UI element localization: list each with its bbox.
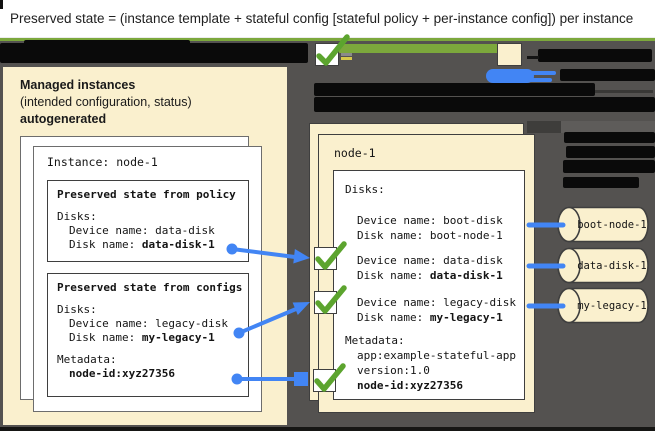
metadata-line: app:example-stateful-app <box>357 349 516 362</box>
disk-name-label: Disk name: <box>357 311 430 324</box>
cylinder-icon <box>557 206 649 243</box>
legend-blue-line <box>529 71 556 75</box>
disk-name-value: data-disk-1 <box>429 269 503 282</box>
disk-label: my-legacy-1 <box>577 300 647 312</box>
device-name-line: Device name: data-disk <box>69 224 215 237</box>
dash-mark <box>527 56 539 59</box>
checkbox-legacy-disk <box>314 291 337 314</box>
redacted-bar <box>563 177 639 188</box>
cylinder-icon <box>557 287 649 324</box>
device-name-line: Device name: legacy-disk <box>69 317 228 330</box>
disk-name-line: Disk name: boot-node-1 <box>345 228 524 243</box>
disk-name-value: data-disk-1 <box>141 238 215 251</box>
node-card: node-1 Disks: Device name: boot-disk Dis… <box>318 134 535 413</box>
instance-card-title: Instance: node-1 <box>47 155 158 169</box>
corner-notch <box>0 0 3 9</box>
redacted-bar <box>314 83 595 96</box>
disk-label: data-disk-1 <box>577 260 647 272</box>
disk-cylinder-data: data-disk-1 <box>557 247 653 285</box>
metadata-value: node-id:xyz27356 <box>357 379 463 392</box>
device-name-line: Device name: boot-disk <box>357 214 503 227</box>
disk-cylinder-legacy: my-legacy-1 <box>557 287 653 325</box>
disks-heading: Disks: <box>57 210 97 223</box>
legend-green-bar <box>338 44 497 53</box>
configs-box-title: Preserved state from configs <box>57 281 243 294</box>
disk-name-label: Disk name: <box>69 238 142 251</box>
device-name-line: Device name: data-disk <box>357 254 503 267</box>
diagram-title: Preserved state = (instance template + s… <box>10 11 634 26</box>
disk-name-label: Disk name: <box>69 331 142 344</box>
metadata-heading: Metadata: <box>345 334 405 347</box>
disk-name-label: Disk name: <box>357 229 430 242</box>
redacted-bar <box>566 146 655 158</box>
legend-blue-scribble <box>486 69 534 83</box>
equals-sign <box>341 57 352 60</box>
managed-instances-panel: Managed instances (intended configuratio… <box>3 67 287 425</box>
redacted-bar <box>564 132 655 143</box>
redacted-bar <box>538 49 652 62</box>
checkbox-data-disk <box>314 247 337 270</box>
disk-name-value: my-legacy-1 <box>429 311 503 324</box>
heading-intended-config: (intended configuration, status) <box>20 95 192 109</box>
node-card-title: node-1 <box>334 146 376 160</box>
policy-box-title: Preserved state from policy <box>57 188 236 201</box>
disks-heading: Disks: <box>345 183 385 196</box>
disks-heading: Disks: <box>57 303 97 316</box>
preserved-state-configs-box: Preserved state from configs Disks: Devi… <box>47 273 249 397</box>
device-name-line: Device name: legacy-disk <box>357 296 516 309</box>
redacted-bar <box>314 97 655 112</box>
redacted-bar <box>560 69 655 81</box>
panel-heading: Managed instances (intended configuratio… <box>20 77 280 128</box>
checkbox-node-id <box>313 369 336 392</box>
cylinder-icon <box>557 247 649 284</box>
legend-blue-line <box>529 78 552 82</box>
disk-name-value: my-legacy-1 <box>141 331 215 344</box>
metadata-value: node-id:xyz27356 <box>69 367 175 380</box>
legend-cream-swatch <box>497 43 522 66</box>
disk-label: boot-node-1 <box>577 219 647 231</box>
equals-sign <box>341 53 352 56</box>
redacted-gray-band <box>561 121 655 133</box>
disk-name-label: Disk name: <box>357 269 430 282</box>
disk-cylinder-boot: boot-node-1 <box>557 206 653 244</box>
bottom-edge <box>0 427 655 431</box>
disk-name-line: Disk name: my-legacy-1 <box>345 310 524 325</box>
preserved-state-policy-box: Preserved state from policy Disks: Devic… <box>47 180 249 262</box>
legend-checkbox <box>315 43 339 66</box>
disk-name-line: Disk name: data-disk-1 <box>57 238 248 252</box>
redacted-bar <box>0 43 308 63</box>
title-bar: Preserved state = (instance template + s… <box>0 0 655 38</box>
heading-autogenerated: autogenerated <box>20 112 107 126</box>
heading-managed-instances: Managed instances <box>20 78 136 92</box>
metadata-line: version:1.0 <box>357 364 430 377</box>
disk-name-value: boot-node-1 <box>429 229 503 242</box>
node-disks-box: Disks: Device name: boot-disk Disk name:… <box>333 170 525 400</box>
redacted-bar <box>24 40 190 45</box>
instance-card: Instance: node-1 Preserved state from po… <box>33 146 262 412</box>
redacted-gray-band <box>527 121 561 133</box>
metadata-heading: Metadata: <box>57 353 117 366</box>
disk-name-line: Disk name: my-legacy-1 <box>57 331 248 345</box>
redacted-bar <box>563 160 655 173</box>
disk-name-line: Disk name: data-disk-1 <box>345 268 524 283</box>
redacted-line <box>593 90 653 93</box>
